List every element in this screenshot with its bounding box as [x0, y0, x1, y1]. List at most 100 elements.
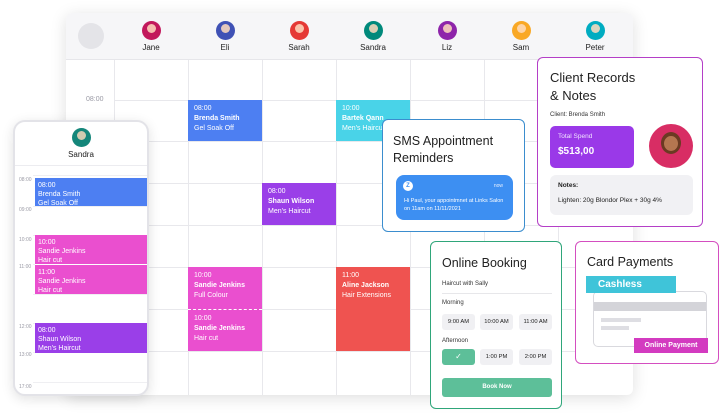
appointment-time: 10:00: [194, 272, 212, 279]
appointment-card[interactable]: 08:00 Brenda Smith Gel Soak Off: [188, 100, 262, 141]
time-slot[interactable]: 10:00 AM: [480, 314, 513, 330]
phone-appointment[interactable]: 08:00 Shaun Wilson Men's Haircut: [35, 323, 147, 353]
appointment-time: 08:00: [38, 327, 56, 334]
phone-time-label: 12:00: [19, 324, 32, 330]
phone-header: Sandra: [15, 122, 147, 166]
card-title: Online Booking: [442, 256, 527, 270]
staff-name: Sarah: [288, 43, 310, 52]
title-line: & Notes: [550, 88, 597, 103]
time-slot[interactable]: 2:00 PM: [519, 349, 552, 365]
spend-label: Total Spend: [558, 133, 593, 140]
staff-eli[interactable]: Eli: [195, 21, 255, 52]
divider: [442, 293, 552, 294]
appointment-service: Gel Soak Off: [194, 125, 234, 132]
phone-appointment[interactable]: 08:00 Brenda Smith Gel Soak Off: [35, 178, 147, 207]
phone-grid-line: [33, 294, 147, 295]
grid-column: [188, 60, 189, 395]
notes-label: Notes:: [558, 182, 579, 189]
card-payments-card: Card Payments Cashless Online Payment: [575, 241, 719, 364]
online-booking-card: Online Booking Haircut with Sally Mornin…: [430, 241, 562, 409]
client-photo: [649, 124, 693, 168]
staff-liz[interactable]: Liz: [417, 21, 477, 52]
phone-time-label: 09:00: [19, 207, 32, 213]
phone-grid-line: [33, 382, 147, 383]
time-label: 08:00: [86, 96, 104, 103]
staff-name: Liz: [441, 43, 453, 52]
notes-text: Lighten: 20g Blondor Plex + 30g 4%: [558, 197, 662, 204]
staff-sandra[interactable]: Sandra: [343, 21, 403, 52]
avatar: [363, 21, 383, 40]
afternoon-label: Afternoon: [442, 338, 469, 344]
card-title: Client Records & Notes: [550, 69, 702, 105]
staff-peter[interactable]: Peter: [565, 21, 625, 52]
sms-notification[interactable]: Z now Hi Paul, your appointmnet at Links…: [396, 175, 513, 220]
avatar: [289, 21, 309, 40]
client-records-card: Client Records & Notes Client: Brenda Sm…: [537, 57, 703, 227]
total-spend-box: Total Spend $513,00: [550, 126, 634, 168]
staff-name: Eli: [220, 43, 230, 52]
book-now-button[interactable]: Book Now: [442, 378, 552, 397]
cashless-badge: Cashless: [586, 276, 676, 293]
appointment-service: Hair cut: [194, 335, 219, 342]
appointment-client: Bartek Qann: [342, 115, 384, 122]
grid-row: [114, 351, 633, 352]
time-slot[interactable]: 9:00 AM: [442, 314, 475, 330]
title-line: Reminders: [393, 151, 454, 165]
morning-label: Morning: [442, 300, 464, 306]
appointment-client: Shaun Wilson: [268, 198, 315, 205]
booking-service: Haircut with Sally: [442, 281, 489, 287]
appointment-client: Brenda Smith: [194, 115, 240, 122]
staff-sam[interactable]: Sam: [491, 21, 551, 52]
phone-grid-line: [33, 206, 147, 207]
grid-row: [114, 225, 633, 226]
appointment-time: 10:00: [342, 105, 360, 112]
appointment-time: 11:00: [38, 269, 55, 276]
appointment-time: 08:00: [194, 105, 212, 112]
avatar: [511, 21, 531, 40]
appointment-service: Men's Haircut: [268, 208, 311, 215]
appointment-service: Hair Extensions: [342, 292, 392, 299]
avatar: [141, 21, 161, 40]
phone-appointment[interactable]: 10:00 Sandie Jenkins Hair cut: [35, 235, 147, 264]
grid-column: [262, 60, 263, 395]
card-title: SMS Appointment Reminders: [393, 133, 524, 167]
appointment-card[interactable]: 08:00 Shaun Wilson Men's Haircut: [262, 183, 336, 225]
time-slot[interactable]: 1:00 PM: [480, 349, 513, 365]
phone-time-label: 10:00: [19, 237, 32, 243]
header-placeholder-avatar: [78, 23, 104, 49]
appointment-card[interactable]: 10:00 Sandie Jenkins Full Colour: [188, 267, 262, 309]
appointment-client: Sandie Jenkins: [194, 325, 245, 332]
phone-appointment[interactable]: 11:00 Sandie Jenkins Hair cut: [35, 264, 147, 294]
appointment-client: Shaun Wilson: [38, 336, 82, 343]
online-payment-badge: Online Payment: [634, 338, 708, 353]
appointment-service: Men's Haircut: [342, 125, 385, 132]
staff-name: Jane: [142, 43, 160, 52]
appointment-client: Sandie Jenkins: [38, 248, 86, 255]
phone-time-label: 08:00: [19, 177, 32, 183]
sms-reminders-card: SMS Appointment Reminders Z now Hi Paul,…: [382, 119, 525, 232]
avatar: [585, 21, 605, 40]
appointment-service: Men's Haircut: [38, 345, 81, 352]
appointment-service: Hair cut: [38, 287, 63, 294]
staff-sarah[interactable]: Sarah: [269, 21, 329, 52]
appointment-card[interactable]: 10:00 Sandie Jenkins Hair cut: [188, 309, 262, 351]
card-line: [601, 318, 641, 322]
time-slot[interactable]: 11:00 AM: [519, 314, 552, 330]
grid-row: [114, 183, 633, 184]
card-stripe: [594, 302, 706, 311]
appointment-card[interactable]: 11:00 Aline Jackson Hair Extensions: [336, 267, 410, 351]
appointment-client: Sandie Jenkins: [38, 278, 86, 285]
appointment-service: Gel Soak Off: [38, 200, 78, 207]
grid-row: [114, 141, 633, 142]
appointment-time: 10:00: [194, 315, 212, 322]
sms-message: Hi Paul, your appointmnet at Links Salon…: [404, 198, 504, 212]
staff-name: Sam: [512, 43, 530, 52]
appointment-time: 11:00: [342, 272, 359, 279]
grid-column: [336, 60, 337, 395]
client-name: Client: Brenda Smith: [550, 112, 606, 118]
selected-time-slot-check-icon[interactable]: ✓: [442, 349, 475, 365]
phone-staff-name: Sandra: [68, 150, 94, 159]
phone-time-label: 13:00: [19, 352, 32, 358]
staff-jane[interactable]: Jane: [121, 21, 181, 52]
avatar: [71, 128, 91, 147]
